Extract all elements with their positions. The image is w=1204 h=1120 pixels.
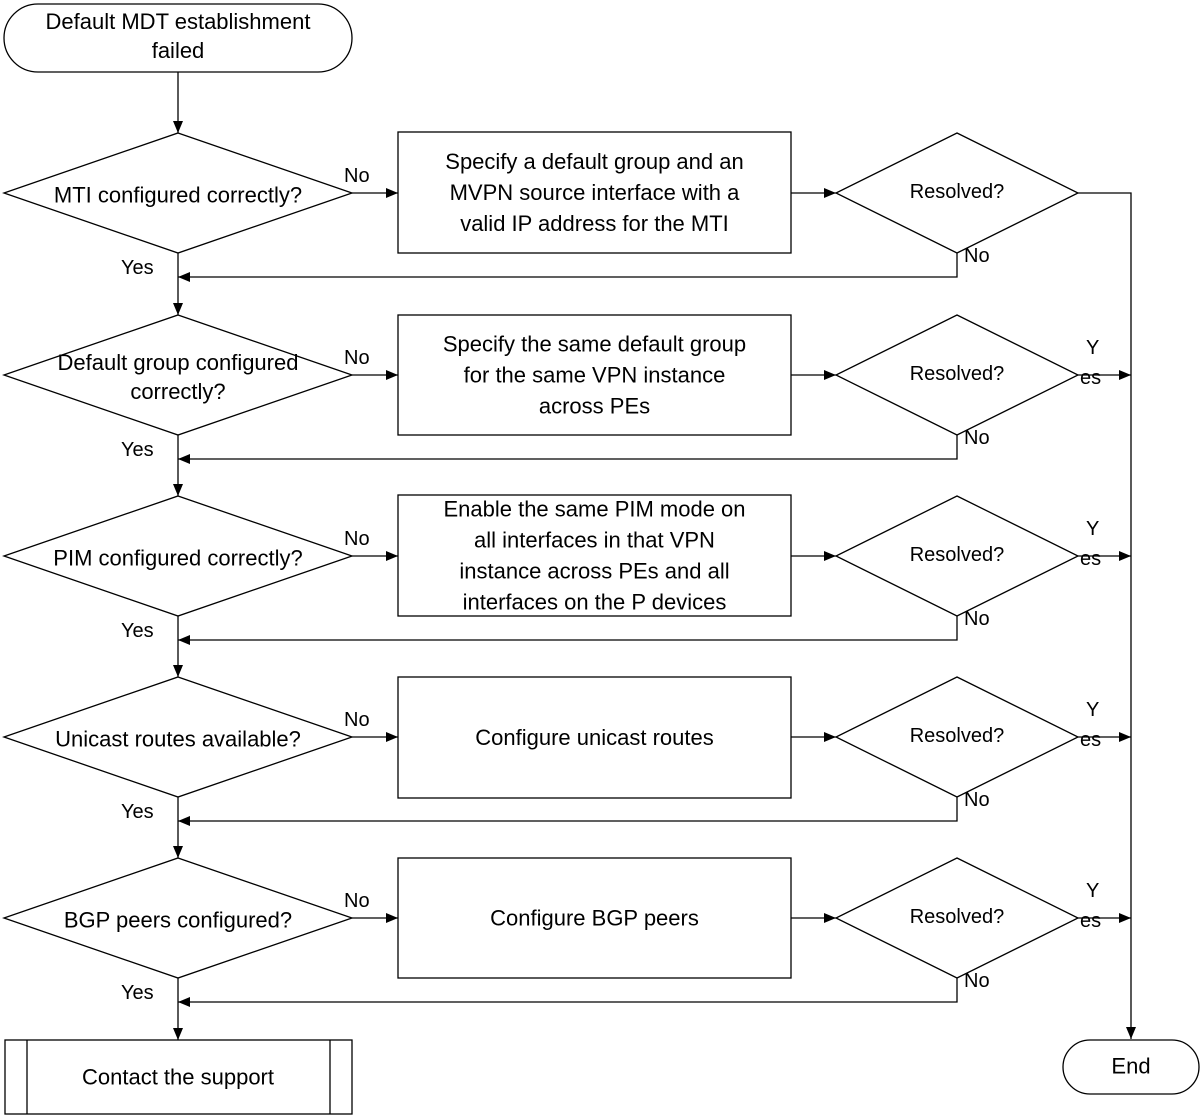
check-5-yes-label: Yes	[121, 982, 154, 1004]
decision-resolved-2-label: Resolved?	[910, 363, 1005, 385]
action-box-3-label-line: interfaces on the P devices	[463, 590, 727, 615]
resolved-1-yes-connector	[1078, 192, 1136, 1039]
resolved-4-yes-label: Yes	[1080, 699, 1101, 751]
resolved-4-yes-label-line: es	[1080, 729, 1101, 751]
decision-check-1-label: MTI configured correctly?	[54, 183, 302, 208]
contact-support-box	[4, 1039, 353, 1115]
decision-check-2-label-line: correctly?	[130, 379, 225, 404]
start-terminator	[3, 3, 353, 73]
resolved-2-yes-label-line: Y	[1086, 337, 1099, 359]
decision-check-3	[2, 495, 354, 617]
contact-support-label: Contact the support	[82, 1065, 274, 1090]
action-box-1	[397, 131, 792, 254]
action-box-1-label-line: Specify a default group and an	[445, 149, 743, 174]
decision-resolved-4-label: Resolved?	[910, 725, 1005, 747]
action-box-2-label: Specify the same default group for the sa…	[443, 332, 746, 419]
resolved-5-yes-label-line: es	[1080, 910, 1101, 932]
action-box-1-label: Specify a default group and an MVPN sourc…	[445, 149, 743, 236]
action-box-4-label-line: Configure unicast routes	[475, 725, 713, 750]
decision-resolved-5-label: Resolved?	[910, 906, 1005, 928]
action-box-2-label-line: across PEs	[539, 394, 650, 419]
decision-check-4	[2, 676, 354, 798]
resolved-3-yes-label-line: es	[1080, 548, 1101, 570]
check-1-no-label: No	[344, 165, 370, 187]
check-2-no-label: No	[344, 347, 370, 369]
resolved-3-yes-label-line: Y	[1086, 518, 1099, 540]
end-terminator	[1062, 1039, 1200, 1095]
resolved-1-no-connector	[178, 253, 958, 282]
resolved-4-yes-label-line: Y	[1086, 699, 1099, 721]
check-4-yes-label: Yes	[121, 801, 154, 823]
decision-check-1	[2, 132, 354, 254]
decision-resolved-5	[834, 857, 1080, 979]
action-box-2-label-line: Specify the same default group	[443, 332, 746, 357]
action-box-3-label: Enable the same PIM mode on all interface…	[443, 497, 745, 615]
check-2-yes-label: Yes	[121, 439, 154, 461]
resolved-4-no-connector	[178, 797, 958, 826]
action-box-2-label-line: for the same VPN instance	[464, 363, 726, 388]
resolved-5-no-connector	[178, 978, 958, 1007]
decision-resolved-3-label: Resolved?	[910, 544, 1005, 566]
action-box-3-label-line: Enable the same PIM mode on	[443, 497, 745, 522]
action-box-5	[397, 857, 792, 979]
decision-resolved-1-label: Resolved?	[910, 181, 1005, 203]
decision-check-2-label-line: Default group configured	[58, 350, 299, 375]
end-label: End	[1111, 1054, 1150, 1079]
resolved-4-no-label: No	[964, 789, 990, 811]
decision-check-4-label: Unicast routes available?	[55, 727, 301, 752]
action-box-1-label-line: MVPN source interface with a	[450, 180, 741, 205]
start-label-line: failed	[152, 38, 205, 63]
resolved-2-yes-label-line: es	[1080, 367, 1101, 389]
decision-resolved-2	[834, 314, 1080, 436]
decision-resolved-3	[834, 495, 1080, 617]
action-box-3-label-line: all interfaces in that VPN	[474, 528, 715, 553]
check-1-yes-label: Yes	[121, 257, 154, 279]
action-box-3	[397, 494, 792, 617]
decision-check-3-label: PIM configured correctly?	[53, 546, 302, 571]
action-box-4-label: Configure unicast routes	[475, 725, 713, 750]
decision-resolved-4	[834, 676, 1080, 798]
action-box-5-label: Configure BGP peers	[490, 906, 699, 931]
check-5-no-label: No	[344, 890, 370, 912]
decision-check-5	[2, 857, 354, 979]
resolved-3-no-label: No	[964, 608, 990, 630]
resolved-5-yes-label: Yes	[1080, 880, 1101, 932]
action-box-2	[397, 314, 792, 436]
resolved-3-yes-label: Yes	[1080, 518, 1101, 570]
action-box-3-label-line: instance across PEs and all	[459, 559, 729, 584]
action-box-5-label-line: Configure BGP peers	[490, 906, 699, 931]
decision-check-2	[2, 314, 354, 436]
check-3-no-label: No	[344, 528, 370, 550]
start-label-line: Default MDT establishment	[46, 9, 311, 34]
decision-check-5-label-line: BGP peers configured?	[64, 908, 292, 933]
start-label: Default MDT establishment failed	[46, 9, 311, 63]
action-box-4	[397, 676, 792, 799]
action-box-1-label-line: valid IP address for the MTI	[460, 211, 729, 236]
decision-check-4-label-line: Unicast routes available?	[55, 727, 301, 752]
decision-resolved-1	[834, 132, 1080, 254]
resolved-1-no-label: No	[964, 245, 990, 267]
resolved-5-no-label: No	[964, 970, 990, 992]
connector-layer	[173, 72, 1136, 1040]
resolved-5-yes-label-line: Y	[1086, 880, 1099, 902]
check-3-yes-label: Yes	[121, 620, 154, 642]
decision-check-3-label-line: PIM configured correctly?	[53, 546, 302, 571]
resolved-2-no-connector	[178, 435, 958, 464]
check-4-no-label: No	[344, 709, 370, 731]
resolved-3-no-connector	[178, 616, 958, 645]
decision-check-1-label-line: MTI configured correctly?	[54, 183, 302, 208]
resolved-2-yes-label: Yes	[1080, 337, 1101, 389]
decision-check-2-label: Default group configured correctly?	[58, 350, 299, 404]
decision-check-5-label: BGP peers configured?	[64, 908, 292, 933]
resolved-2-no-label: No	[964, 427, 990, 449]
